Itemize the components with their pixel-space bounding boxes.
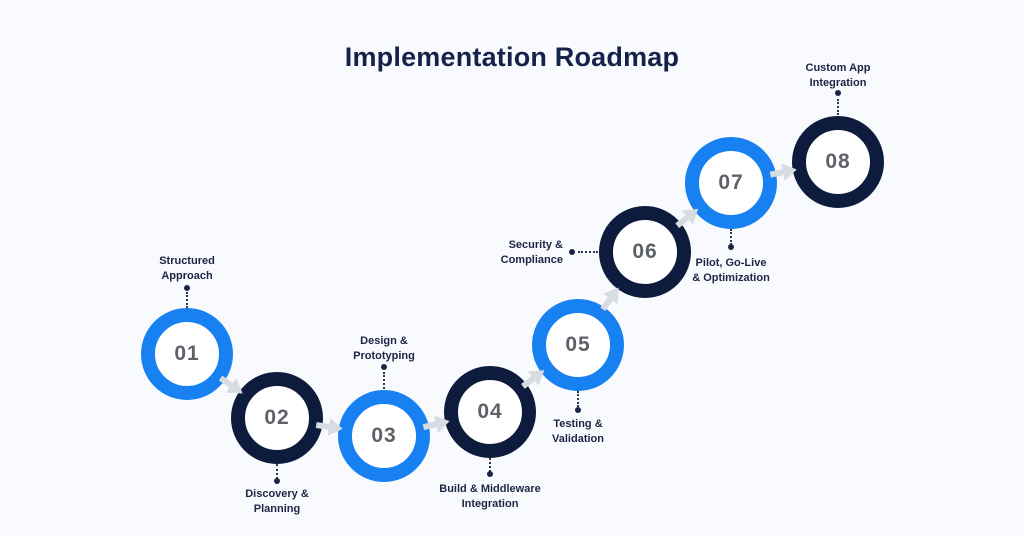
- step-04-number: 04: [477, 400, 503, 423]
- flow-arrow-icon-4-5: [517, 362, 551, 395]
- flow-arrow-icon-7-8: [768, 160, 799, 185]
- step-05-label-line2: Validation: [552, 433, 604, 445]
- step-02-connector-line: [276, 464, 278, 479]
- step-01-label-line2: Approach: [161, 270, 213, 282]
- step-05-label-line1: Testing &: [553, 418, 603, 430]
- step-02-number: 02: [264, 406, 290, 429]
- step-03-label: Design & Prototyping: [314, 334, 454, 364]
- step-01-label: Structured Approach: [117, 254, 257, 284]
- step-02-label-line2: Planning: [253, 503, 301, 515]
- step-08-label-line2: Integration: [809, 77, 867, 89]
- step-06-label-line2: Compliance: [500, 254, 563, 266]
- step-07-connector-line: [730, 229, 732, 245]
- step-04-label: Build & Middleware Integration: [420, 482, 560, 512]
- step-06-label: Security & Compliance: [423, 238, 563, 268]
- step-05-connector-line: [577, 391, 579, 407]
- step-07-label-line2: & Optimization: [692, 272, 770, 284]
- step-08-connector-line: [837, 99, 839, 115]
- flow-arrow-icon-5-6: [595, 281, 628, 315]
- step-08-label: Custom App Integration: [768, 61, 908, 91]
- step-04-connector-line: [489, 458, 491, 472]
- step-03-connector-dot: [381, 364, 387, 370]
- step-05-number: 05: [565, 333, 591, 356]
- step-03-connector-line: [383, 372, 385, 389]
- step-03-circle: 03: [338, 390, 430, 482]
- flow-arrow-icon-1-2: [215, 370, 249, 402]
- step-02-label: Discovery & Planning: [207, 487, 347, 517]
- step-06-connector-line: [578, 251, 598, 253]
- step-08-connector-dot: [835, 90, 841, 96]
- step-06-label-line1: Security &: [508, 239, 563, 251]
- step-08-number: 08: [825, 150, 851, 173]
- step-02-connector-dot: [274, 478, 280, 484]
- flow-arrow-icon-6-7: [671, 200, 705, 233]
- step-06-connector-dot: [569, 249, 575, 255]
- step-02-label-line1: Discovery &: [245, 488, 309, 500]
- step-06-number: 06: [632, 240, 658, 263]
- step-03-label-line2: Prototyping: [353, 350, 415, 362]
- step-04-circle: 04: [444, 366, 536, 458]
- step-03-number: 03: [371, 424, 397, 447]
- step-01-number: 01: [174, 342, 200, 365]
- step-08-circle: 08: [792, 116, 884, 208]
- page-title: Implementation Roadmap: [344, 42, 680, 72]
- step-01-circle: 01: [141, 308, 233, 400]
- step-07-number: 07: [718, 171, 744, 194]
- step-05-label: Testing & Validation: [508, 417, 648, 447]
- step-07-connector-dot: [728, 244, 734, 250]
- step-08-label-line1: Custom App: [805, 62, 871, 74]
- step-01-connector-dot: [184, 285, 190, 291]
- step-01-label-line1: Structured: [159, 255, 215, 267]
- step-03-label-line1: Design &: [360, 335, 408, 347]
- flow-arrow-icon-3-4: [421, 411, 453, 437]
- step-05-connector-dot: [575, 407, 581, 413]
- step-04-label-line2: Integration: [461, 498, 519, 510]
- step-07-label-line1: Pilot, Go-Live: [695, 257, 767, 269]
- flow-arrow-icon-2-3: [315, 415, 346, 439]
- step-04-label-line1: Build & Middleware: [439, 483, 541, 495]
- step-07-label: Pilot, Go-Live & Optimization: [661, 256, 801, 286]
- step-01-connector-line: [186, 292, 188, 308]
- step-04-connector-dot: [487, 471, 493, 477]
